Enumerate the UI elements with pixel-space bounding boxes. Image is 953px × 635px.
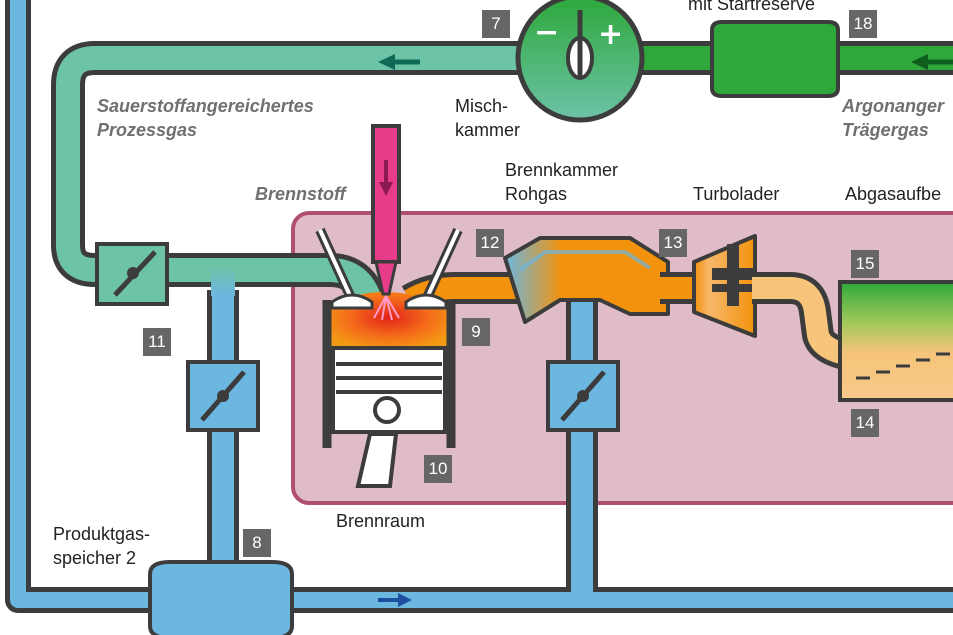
badge-8: 8 [243, 529, 271, 557]
label-argon-1: Argonanger [842, 96, 945, 116]
label-brennraum: Brennraum [336, 511, 426, 531]
label-process-gas-2: Prozessgas [97, 120, 198, 140]
green-flow-arrow [911, 54, 953, 70]
badge-15: 15 [851, 250, 879, 278]
exhaust-treatment-tank [838, 280, 953, 402]
badge-18: 18 [849, 10, 877, 38]
badge-9: 9 [462, 318, 490, 346]
valve-left-riser [186, 360, 260, 432]
process-gas-pipe [51, 41, 560, 307]
badge-12: 12 [476, 229, 504, 257]
label-brennkammer-2: Rohgas [505, 184, 568, 204]
label-mischkammer-2: kammer [455, 120, 521, 140]
label-mischkammer-1: Misch- [455, 96, 508, 116]
valve-11 [95, 242, 169, 306]
label-startreserve: mit Startreserve [688, 0, 816, 14]
mixing-chamber: − + [515, 0, 645, 123]
label-process-gas-1: Sauerstoffangereichertes [97, 96, 314, 116]
badge-10: 10 [424, 455, 452, 483]
product-gas-tank [148, 560, 294, 635]
teal-flow-arrow [378, 54, 420, 70]
turbocharger [692, 234, 757, 338]
plus-symbol: + [598, 17, 623, 52]
fuel-injector [371, 124, 401, 321]
label-brennkammer-1: Brennkammer [505, 160, 619, 180]
badge-11: 11 [143, 328, 171, 356]
badge-13: 13 [659, 229, 687, 257]
minus-symbol: − [534, 15, 559, 50]
argon-reservoir [710, 20, 840, 98]
brennkammer [503, 236, 670, 324]
label-abgas: Abgasaufbe [845, 184, 942, 204]
blue-flow-arrow [378, 593, 412, 607]
label-produktgas-1: Produktgas- [53, 524, 151, 544]
label-argon-2: Trägergas [842, 120, 929, 140]
badge-7: 7 [482, 10, 510, 38]
label-turbolader: Turbolader [693, 184, 780, 204]
label-brennstoff: Brennstoff [255, 184, 346, 204]
valve-center-riser [546, 360, 620, 432]
badge-14: 14 [851, 409, 879, 437]
label-produktgas-2: speicher 2 [53, 548, 137, 568]
product-gas-loop [5, 0, 953, 613]
engine-cylinder [315, 227, 463, 488]
